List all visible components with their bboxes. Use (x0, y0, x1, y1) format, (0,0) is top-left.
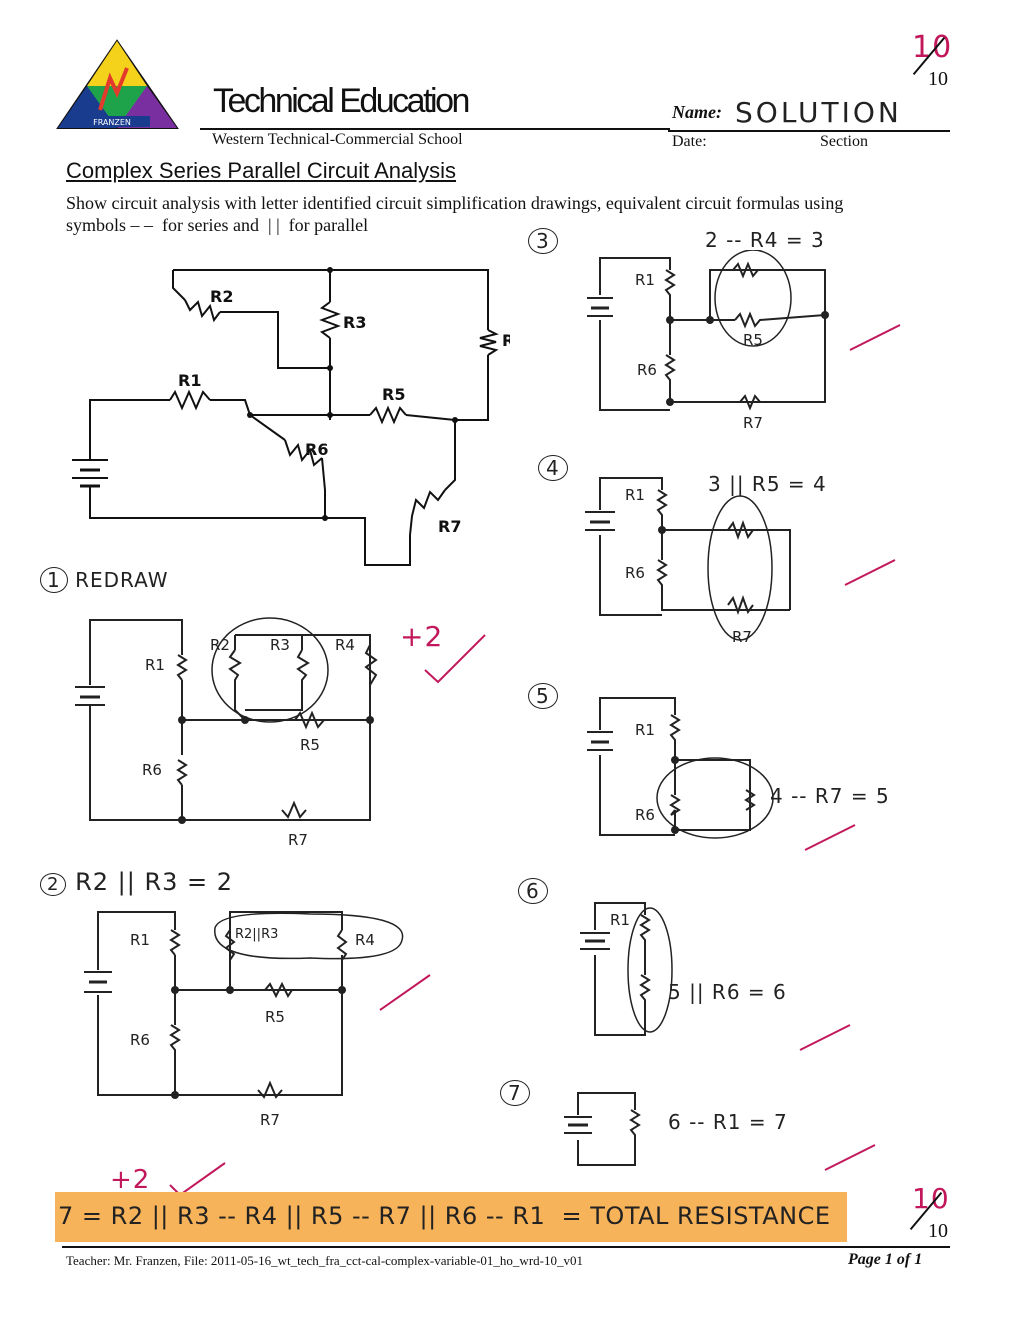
s2-r1: R1 (130, 931, 150, 949)
footer-teacher: Teacher: Mr. Franzen, File: 2011-05-16_w… (66, 1253, 583, 1268)
step-7-text: 6 -- R1 = 7 (668, 1110, 788, 1134)
step-2-check (379, 974, 431, 1011)
label-r2: R2 (210, 287, 233, 306)
s1-r2: R2 (210, 636, 230, 654)
instructions-2: symbols – – for series and | | for paral… (66, 215, 369, 235)
school-name: Western Technical-Commercial School (212, 131, 463, 148)
label-r7: R7 (438, 517, 461, 536)
instructions-1: Show circuit analysis with letter identi… (66, 193, 844, 213)
s4-r7: R7 (732, 628, 752, 646)
step-6-text: 5 || R6 = 6 (668, 980, 787, 1004)
logo: FRANZEN (55, 38, 180, 133)
step-2-num: 2 (40, 873, 67, 896)
label-r5: R5 (382, 385, 405, 404)
s1-r7: R7 (288, 831, 308, 849)
step-3-circuit: R1 R5 R6 R7 (587, 250, 829, 430)
original-circuit: R2 R3 R4 R1 R5 R6 R7 (72, 267, 510, 566)
section-label: Section (820, 133, 868, 150)
s1-r6: R6 (142, 761, 162, 779)
name-label: Name: (672, 102, 722, 122)
footer-rule (62, 1246, 950, 1248)
final-score-total: 10 (928, 1220, 948, 1242)
step-1-check (424, 634, 486, 684)
score-top-total: 10 (928, 68, 948, 90)
s5-r1: R1 (635, 721, 655, 739)
label-r6: R6 (305, 440, 328, 459)
step-4-check (844, 559, 896, 586)
step-1-num: 1 (40, 567, 68, 593)
s3-r6: R6 (637, 361, 657, 379)
s3-r5: R5 (743, 331, 763, 349)
date-label: Date: (672, 133, 707, 150)
step-7-circuit (564, 1092, 641, 1166)
step-4-text: 3 || R5 = 4 (708, 472, 827, 496)
s4-r6: R6 (625, 564, 645, 582)
step-6-num: 6 (518, 878, 548, 904)
step-5-text: 4 -- R7 = 5 (770, 784, 890, 808)
s3-r7: R7 (743, 414, 763, 430)
step-6-circuit: R1 (580, 902, 673, 1036)
s1-r1: R1 (145, 656, 165, 674)
step-5-check (804, 824, 856, 851)
step-3-text: 2 -- R4 = 3 (705, 228, 825, 252)
step-1-mark: +2 (400, 620, 444, 653)
s2-r7: R7 (260, 1111, 280, 1129)
step-7-check (824, 1144, 876, 1171)
step-1-circuit: R1 R2 R3 R4 R5 R6 R7 (75, 617, 378, 849)
step-6-check (799, 1024, 851, 1051)
step-3-num: 3 (528, 228, 558, 254)
logo-text: FRANZEN (93, 118, 131, 127)
step-5-circuit: R1 R6 (587, 697, 774, 839)
score-top: 10 (912, 30, 953, 65)
header-rule-left (200, 128, 670, 130)
s1-r3: R3 (270, 636, 290, 654)
header-rule-right (668, 130, 950, 132)
s2-inner: R2||R3 (235, 927, 278, 942)
label-r4: R4 (502, 331, 510, 350)
step-4-num: 4 (538, 455, 568, 481)
name-value: SOLUTION (735, 96, 902, 129)
final-highlight (55, 1192, 847, 1242)
step-1-label: 1 REDRAW (40, 567, 169, 593)
label-r1: R1 (178, 371, 201, 390)
brand-title: Technical Education (213, 82, 470, 120)
s6-r1: R1 (610, 911, 630, 929)
s1-r5: R5 (300, 736, 320, 754)
step-2-circuit: R1 R2||R3 R4 R5 R6 R7 (84, 911, 404, 1129)
footer-page: Page 1 of 1 (848, 1251, 923, 1268)
s2-r6: R6 (130, 1031, 150, 1049)
step-1-text: REDRAW (75, 568, 169, 592)
step-3-check (849, 324, 901, 351)
s5-r6: R6 (635, 806, 655, 824)
step-4-circuit: R1 R6 R7 (585, 477, 791, 646)
final-mark: +2 (110, 1165, 151, 1195)
step-2-text: R2 || R3 = 2 (75, 868, 234, 896)
s2-r4: R4 (355, 931, 375, 949)
s3-r1: R1 (635, 271, 655, 289)
final-score: 10 (912, 1182, 950, 1215)
step-2-label: 2 R2 || R3 = 2 (40, 868, 233, 896)
s2-r5: R5 (265, 1008, 285, 1026)
label-r3: R3 (343, 313, 366, 332)
step-5-num: 5 (528, 683, 558, 709)
final-formula: 7 = R2 || R3 -- R4 || R5 -- R7 || R6 -- … (58, 1202, 831, 1230)
s4-r1: R1 (625, 486, 645, 504)
step-7-num: 7 (500, 1080, 530, 1106)
page-title: Complex Series Parallel Circuit Analysis (66, 158, 457, 183)
s1-r4: R4 (335, 636, 355, 654)
